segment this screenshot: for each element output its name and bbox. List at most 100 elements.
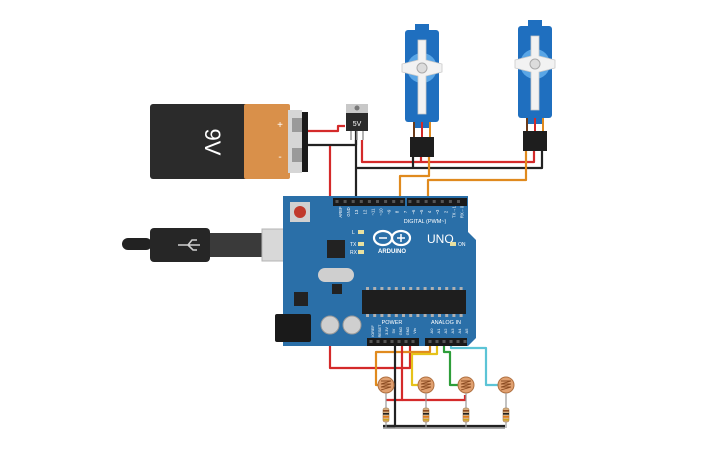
on-led-label: ON [458, 242, 466, 248]
power-pin-socket[interactable] [369, 340, 373, 343]
digital-pin-label: 4 [427, 210, 432, 213]
reset-button-cap[interactable] [294, 206, 306, 218]
servo-motor-2[interactable] [514, 20, 556, 151]
analog-pin-socket[interactable] [456, 340, 460, 343]
battery-terminal-minus [292, 148, 304, 162]
digital-pin-socket[interactable] [416, 200, 420, 203]
servo-connector [523, 131, 547, 151]
servo-horn-icon [401, 39, 443, 115]
digital-pin-label: ~10 [379, 208, 384, 216]
resistor-icon[interactable] [462, 405, 470, 428]
atmega-chip [362, 290, 466, 314]
analog-pin-socket[interactable] [435, 340, 439, 343]
analog-pin-label: A0 [429, 328, 434, 334]
wire-5v-servo [360, 140, 536, 164]
power-pin-label: GND [399, 327, 403, 336]
power-pin-socket[interactable] [404, 340, 408, 343]
power-pin-label: GND [406, 327, 410, 336]
digital-pin-socket[interactable] [424, 200, 428, 203]
resistor-icon[interactable] [502, 405, 510, 428]
chip-leg [430, 287, 434, 290]
analog-pin-label: A2 [443, 328, 448, 334]
power-pin-socket[interactable] [383, 340, 387, 343]
digital-header-label: DIGITAL (PWM~) [404, 219, 447, 225]
digital-pin-socket[interactable] [400, 200, 404, 203]
power-pin-socket[interactable] [411, 340, 415, 343]
battery-9v[interactable]: 9V + - [150, 104, 308, 179]
digital-pin-socket[interactable] [384, 200, 388, 203]
resistor-icon[interactable] [382, 405, 390, 428]
analog-pin-socket[interactable] [449, 340, 453, 343]
digital-pin-label: ~3 [435, 209, 440, 214]
chip-leg [366, 314, 369, 317]
digital-pin-socket[interactable] [457, 200, 460, 203]
photoresistor-icon[interactable] [497, 376, 515, 405]
chip-leg [402, 287, 405, 290]
photoresistor-icon[interactable] [457, 376, 475, 405]
led-rx-label: RX [350, 250, 358, 256]
wire-gnd-servo [354, 140, 544, 170]
usb-cable-cord [122, 238, 152, 250]
sensor-array [377, 376, 515, 428]
battery-terminal-plus [292, 118, 304, 132]
photoresistor-icon[interactable] [417, 376, 435, 405]
power-pin-socket[interactable] [397, 340, 401, 343]
usb-plug-neck [210, 233, 264, 257]
photoresistor-icon[interactable] [377, 376, 395, 405]
battery-plus-label: + [277, 120, 283, 131]
digital-pin-label: 2 [443, 210, 448, 213]
digital-pin-label: 12 [362, 209, 367, 214]
analog-pin-socket[interactable] [428, 340, 432, 343]
power-pin-socket[interactable] [390, 340, 394, 343]
digital-pin-socket[interactable] [351, 200, 355, 203]
regulator-body [346, 113, 368, 131]
capacitor-2 [342, 315, 362, 335]
servo-horn-hub [416, 62, 428, 74]
digital-pin-socket[interactable] [392, 200, 396, 203]
digital-pin-socket[interactable] [440, 200, 444, 203]
analog-pin-socket[interactable] [463, 340, 467, 343]
digital-pin-label: 13 [354, 209, 359, 214]
chip-leg [394, 287, 398, 290]
analog-pin-label: A4 [457, 328, 462, 334]
usb-cable-icon[interactable] [122, 228, 311, 262]
led-rx [358, 250, 364, 254]
regulator-hole [354, 105, 360, 111]
chip-leg [416, 287, 420, 290]
power-header-label: POWER [382, 320, 403, 326]
digital-pin-socket[interactable] [367, 200, 371, 203]
wire-a3 [449, 343, 505, 387]
chip-leg [438, 287, 441, 290]
digital-pin-socket[interactable] [448, 200, 452, 203]
digital-pin-socket[interactable] [408, 200, 412, 203]
digital-pin-socket[interactable] [432, 200, 436, 203]
chip-leg [416, 314, 420, 317]
analog-pin-label: A1 [436, 328, 441, 334]
wire-5v-sensors-b [402, 395, 467, 402]
digital-pin-socket[interactable] [359, 200, 363, 203]
power-jack[interactable] [275, 314, 311, 342]
battery-minus-label: - [278, 152, 281, 163]
digital-pin-socket[interactable] [343, 200, 347, 203]
power-pin-socket[interactable] [376, 340, 380, 343]
digital-pin-label: 8 [395, 210, 400, 213]
chip-leg [394, 314, 398, 317]
digital-header-right [407, 198, 467, 206]
chip-leg [373, 314, 377, 317]
resistor-icon[interactable] [422, 405, 430, 428]
analog-pin-socket[interactable] [442, 340, 446, 343]
digital-pin-socket[interactable] [376, 200, 379, 203]
small-chip [332, 284, 342, 294]
voltage-regulator[interactable]: 5V [346, 104, 368, 140]
servo-motor-1[interactable] [401, 24, 443, 157]
chip-leg [423, 314, 427, 317]
chip-leg [459, 287, 463, 290]
chip-leg [452, 287, 456, 290]
digital-pin-socket[interactable] [335, 200, 339, 203]
wire-a1 [410, 343, 439, 387]
digital-pin-label: ~9 [387, 209, 392, 214]
board-model: UNO [427, 232, 454, 246]
analog-header-label: ANALOG IN [431, 320, 461, 326]
digital-pin-label: AREF [338, 206, 343, 218]
